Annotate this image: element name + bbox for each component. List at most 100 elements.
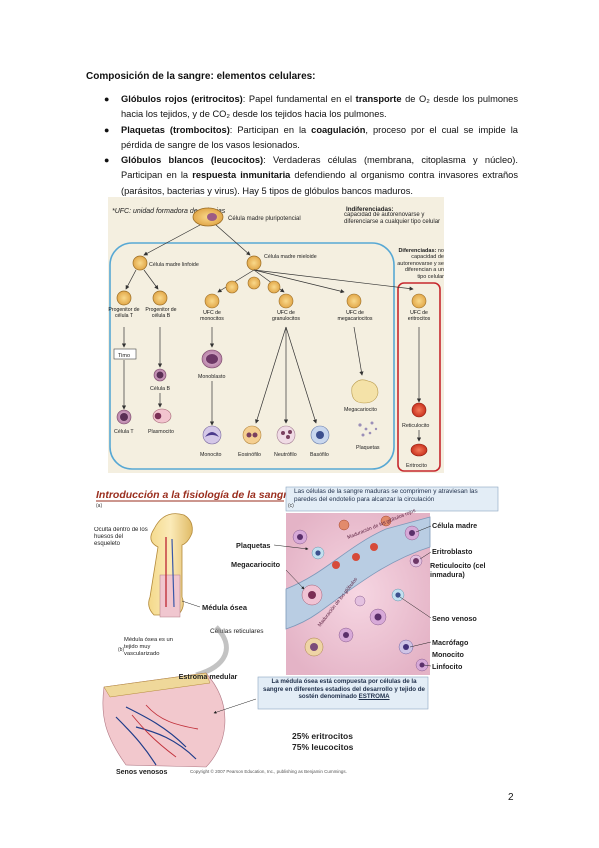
ufc-erythrocyte-label: UFC de eritrocitos xyxy=(407,310,431,322)
ufc-mono-wrap: UFC de monocitos xyxy=(200,310,224,322)
leader-line xyxy=(181,600,201,608)
bullet-keyword: respuesta inmunitaria xyxy=(192,170,291,181)
panel-a-label: (a) xyxy=(96,503,102,509)
bottom-box-text: La médula ósea está compuesta por célula… xyxy=(262,678,426,701)
estroma-wrap: Estroma medular xyxy=(178,673,238,681)
ufc-megakaryocyte-cell xyxy=(346,293,362,309)
zoom-arrow xyxy=(195,625,229,678)
lymphoid-label: Célula madre linfoide xyxy=(149,262,199,268)
ufc-megakaryocyte-label: UFC de megacariocitos xyxy=(337,310,373,322)
erythrocyte-lineage-box xyxy=(397,282,441,472)
pluripotent-label: Célula madre pluripotencial xyxy=(228,216,301,222)
myeloid-progenitor xyxy=(247,276,261,290)
bullet-text: de O₂ desde los pulmones hacia los tejid… xyxy=(121,94,518,120)
nucleus-shape xyxy=(206,354,218,364)
diff-text: no capacidad de autorenovarse y se difer… xyxy=(397,248,444,280)
b-progenitor-label: Progenitor de célula B xyxy=(145,307,177,319)
top-box-wrap: Las células de la sangre maduras se comp… xyxy=(294,488,478,503)
panel-b-label: (b) xyxy=(118,647,124,653)
lymphocyte-label: Linfocito xyxy=(432,662,463,671)
nucleus-shape xyxy=(286,435,290,439)
bullet-icon: ● xyxy=(104,124,110,135)
top-info-box xyxy=(285,486,499,512)
erythrocytes-percentage: 25% eritrocitos xyxy=(292,731,353,741)
leader-line xyxy=(213,698,257,714)
plasma-cell xyxy=(152,408,172,424)
ufc-gran-wrap: UFC de granulocitos xyxy=(272,310,300,322)
list-item: ● Glóbulos blancos (leucocitos): Verdade… xyxy=(104,153,518,199)
b-progenitor-cell xyxy=(152,290,168,306)
eosinophil-label: Eosinófilo xyxy=(238,452,261,458)
t-progenitor-cell xyxy=(116,290,132,306)
nucleus-shape xyxy=(205,432,219,437)
bullet-text: : Participan en la xyxy=(229,124,312,135)
plasma-cell-label: Plasmocito xyxy=(148,429,174,435)
bullet-term: Glóbulos blancos (leucocitos) xyxy=(121,155,264,166)
undiff-text: capacidad de autorenovarse y diferenciar… xyxy=(344,212,441,225)
bullet-text: : Papel fundamental en el xyxy=(242,94,356,104)
stroma-label: Estroma medular xyxy=(178,673,238,681)
page-number: 2 xyxy=(508,792,514,803)
thymus-box xyxy=(113,348,137,360)
basophil-label: Basófilo xyxy=(310,452,329,458)
femur-bone-shape xyxy=(148,513,193,618)
bullet-keyword: coagulación xyxy=(311,124,366,135)
marrow-cells-shape xyxy=(292,515,429,672)
section-heading: Composición de la sangre: elementos celu… xyxy=(86,71,316,82)
monocyte-label: Monocito xyxy=(200,452,222,458)
bullet-term: Glóbulos rojos (eritrocitos) xyxy=(121,94,243,104)
nucleus-shape xyxy=(281,431,285,435)
leukocytes-percentage: 75% leucocitos xyxy=(292,742,354,752)
eosinophil-cell xyxy=(242,425,262,445)
myeloid-stem-cell xyxy=(246,255,262,271)
myeloid-lymphoid-region xyxy=(109,242,395,470)
stem-cell-label: Célula madre xyxy=(432,521,477,530)
bullet-keyword: transporte xyxy=(355,94,402,104)
bone-section-shape xyxy=(102,672,226,768)
platelets-label: Plaquetas xyxy=(236,541,270,550)
list-item: ● Plaquetas (trombocitos): Participan en… xyxy=(104,123,518,154)
arrow xyxy=(125,269,137,290)
bullet-text: defendiendo al organismo contra invasore… xyxy=(121,170,518,196)
bone-marrow-figure: Introducción a la fisiología de la sangr… xyxy=(86,477,512,780)
reticular-cells-label: Células reticulares xyxy=(210,628,264,635)
leader-line xyxy=(409,641,432,648)
erythrocyte-label: Eritrocito xyxy=(406,463,427,469)
reticulocyte-label: Reticulocito xyxy=(402,423,429,429)
platelets-label: Plaquetas xyxy=(356,445,380,451)
diff-note-wrap: Diferenciadas: no capacidad de autorenov… xyxy=(397,248,444,280)
arrow xyxy=(215,224,251,256)
arrow xyxy=(285,326,317,424)
erythrocyte-cell xyxy=(410,443,428,457)
leader-line xyxy=(273,544,309,551)
bullet-text: , proceso por el cual se impide la pérdi… xyxy=(121,124,518,150)
ufc-monocyte-label: UFC de monocitos xyxy=(200,310,224,322)
leader-line xyxy=(415,525,432,533)
reticulocyte-cell xyxy=(411,402,427,418)
top-box-text: Las células de la sangre maduras se comp… xyxy=(294,488,478,503)
ufc-erythrocyte-cell xyxy=(411,293,427,309)
monoblast-label: Monoblasto xyxy=(198,374,225,380)
tejido-wrap: Médula ósea es un tejido muy vasculariza… xyxy=(124,637,173,657)
arrow xyxy=(217,269,255,293)
nucleus-shape xyxy=(252,432,258,438)
t-prog-wrap: Progenitor de célula T xyxy=(108,307,139,319)
myeloid-label: Célula madre mieloide xyxy=(264,254,317,260)
b-cell-label: Célula B xyxy=(150,386,170,392)
leader-line xyxy=(285,569,305,590)
oculta-text: Oculta dentro de los huesos del esquelet… xyxy=(94,527,148,547)
hematopoiesis-figure: *UFC: unidad formadora de colonias Célul… xyxy=(108,197,444,473)
bullet-text: : Verdaderas células (membrana, citoplas… xyxy=(121,155,518,181)
bone-marrow-diagram: Introducción a la fisiología de la sangr… xyxy=(94,486,499,776)
arrow xyxy=(143,224,201,256)
bullet-icon: ● xyxy=(104,94,110,104)
ufc-note-text: *UFC: unidad formadora de colonias xyxy=(112,208,226,215)
diff-bold: Diferenciadas: xyxy=(398,248,437,254)
nucleus-shape xyxy=(154,412,162,420)
figure-title: Introducción a la fisiología de la sangr… xyxy=(96,489,293,501)
bullet-icon: ● xyxy=(104,155,110,166)
bone-marrow-label: Médula ósea xyxy=(202,603,248,612)
megakaryocyte-label: Megacariocito xyxy=(231,560,281,569)
ufc-note: *UFC: unidad formadora de colonias xyxy=(112,208,226,215)
leader-line xyxy=(423,664,432,667)
